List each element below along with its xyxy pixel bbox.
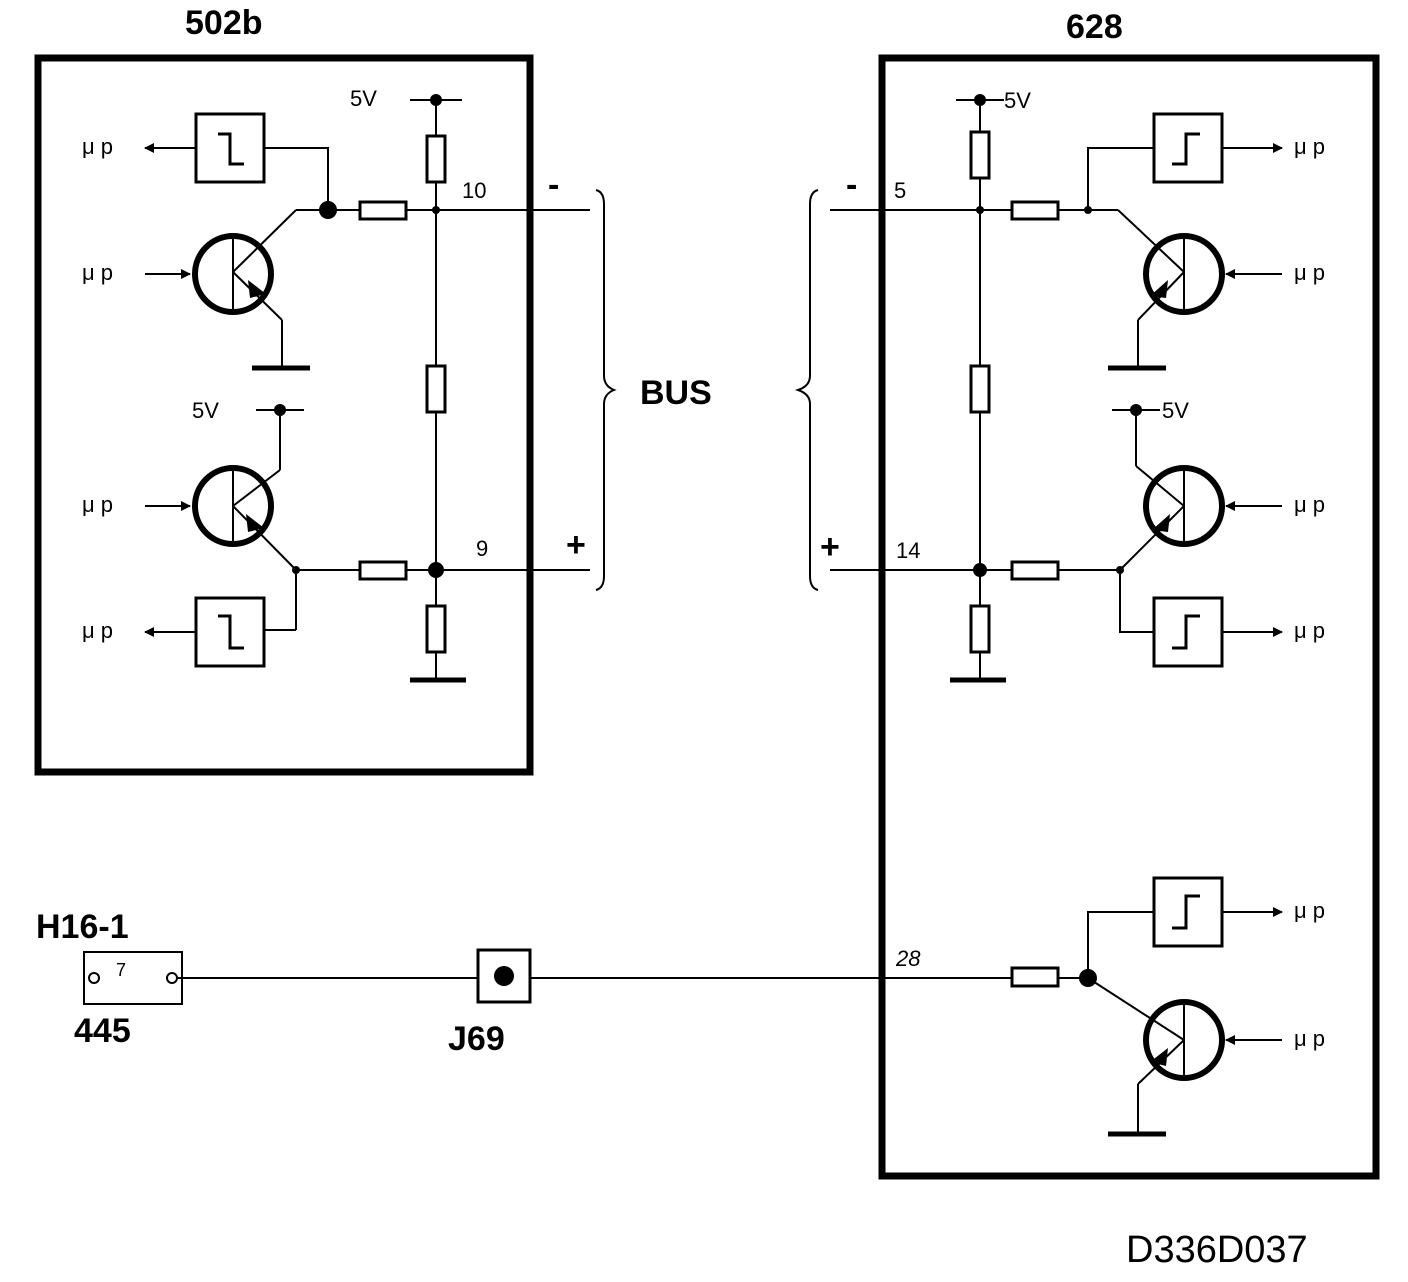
collector: [232, 469, 281, 507]
bus-plus-sign: +: [820, 528, 840, 566]
collector: [1087, 977, 1185, 1041]
pulldown-resistor: [969, 604, 991, 654]
module-502b-title: 502b: [185, 4, 263, 42]
mp-label: μ p: [82, 134, 113, 159]
pin-10-label: 10: [462, 178, 486, 203]
wire: [264, 147, 329, 210]
junction-dot: [494, 966, 514, 986]
bus-plus-sign: +: [566, 526, 586, 564]
emitter: [1119, 505, 1185, 571]
emitter-arrow: [246, 514, 264, 532]
pin-9-label: 9: [476, 536, 488, 561]
resistor: [358, 200, 408, 221]
label-5v: 5V: [1004, 88, 1031, 113]
mp-label: μ p: [1294, 618, 1325, 643]
label-5v: 5V: [350, 86, 377, 111]
junction-dot: [976, 206, 984, 214]
hysteresis-symbol: [1172, 894, 1200, 930]
mp-label: μ p: [1294, 1026, 1325, 1051]
mp-label: μ p: [1294, 492, 1325, 517]
bus-label: BUS: [640, 374, 712, 412]
emitter-arrow: [248, 280, 266, 298]
connector-pin: [88, 972, 100, 984]
series-resistor: [425, 364, 447, 414]
junction-name: J69: [448, 1020, 505, 1058]
connector-number: 445: [74, 1012, 131, 1050]
collector: [1117, 209, 1185, 273]
bus-brace-right: [794, 189, 819, 591]
mp-label: μ p: [1294, 134, 1325, 159]
pullup-resistor: [425, 134, 447, 184]
collector: [232, 209, 297, 273]
mp-label: μ p: [1294, 898, 1325, 923]
emitter-arrow: [1150, 1048, 1168, 1066]
mp-label: μ p: [82, 492, 113, 517]
resistor: [1010, 966, 1060, 988]
junction-dot: [973, 563, 987, 577]
series-resistor: [969, 364, 991, 414]
junction-dot: [428, 562, 444, 578]
mp-label: μ p: [82, 618, 113, 643]
pin-5-label: 5: [894, 178, 906, 203]
resistor: [1010, 560, 1060, 581]
comparator: [1152, 112, 1224, 184]
hysteresis-symbol: [218, 614, 244, 650]
wire: [1119, 570, 1154, 633]
bus-minus-sign: -: [548, 166, 559, 204]
pullup-resistor: [969, 130, 991, 180]
emitter-arrow: [1152, 514, 1170, 532]
comparator: [1152, 596, 1224, 668]
connector-pin-number: 7: [116, 960, 126, 980]
label-5v: 5V: [192, 398, 219, 423]
wire: [1087, 911, 1154, 978]
pulldown-resistor: [425, 604, 447, 654]
collector: [1135, 465, 1185, 507]
pin-28-label: 28: [895, 946, 921, 971]
connector-name: H16-1: [36, 908, 129, 946]
comparator: [1152, 876, 1224, 948]
drawing-id: D336D037: [1126, 1229, 1308, 1271]
mp-label: μ p: [1294, 260, 1325, 285]
junction-dot: [432, 206, 440, 214]
mp-label: μ p: [82, 260, 113, 285]
bus-minus-sign: -: [846, 166, 857, 204]
module-628-box: [878, 54, 1380, 1180]
module-502b-box: [34, 54, 534, 776]
emitter-arrow: [1150, 280, 1168, 298]
bus-brace-left: [595, 189, 617, 591]
hysteresis-symbol: [218, 132, 244, 166]
pin-14-label: 14: [896, 538, 920, 563]
emitter: [232, 505, 297, 571]
resistor: [358, 560, 408, 581]
hysteresis-symbol: [1172, 132, 1200, 166]
wire: [1087, 147, 1154, 210]
module-628-title: 628: [1066, 8, 1123, 46]
hysteresis-symbol: [1172, 614, 1200, 650]
label-5v: 5V: [1162, 398, 1189, 423]
resistor: [1010, 200, 1060, 221]
